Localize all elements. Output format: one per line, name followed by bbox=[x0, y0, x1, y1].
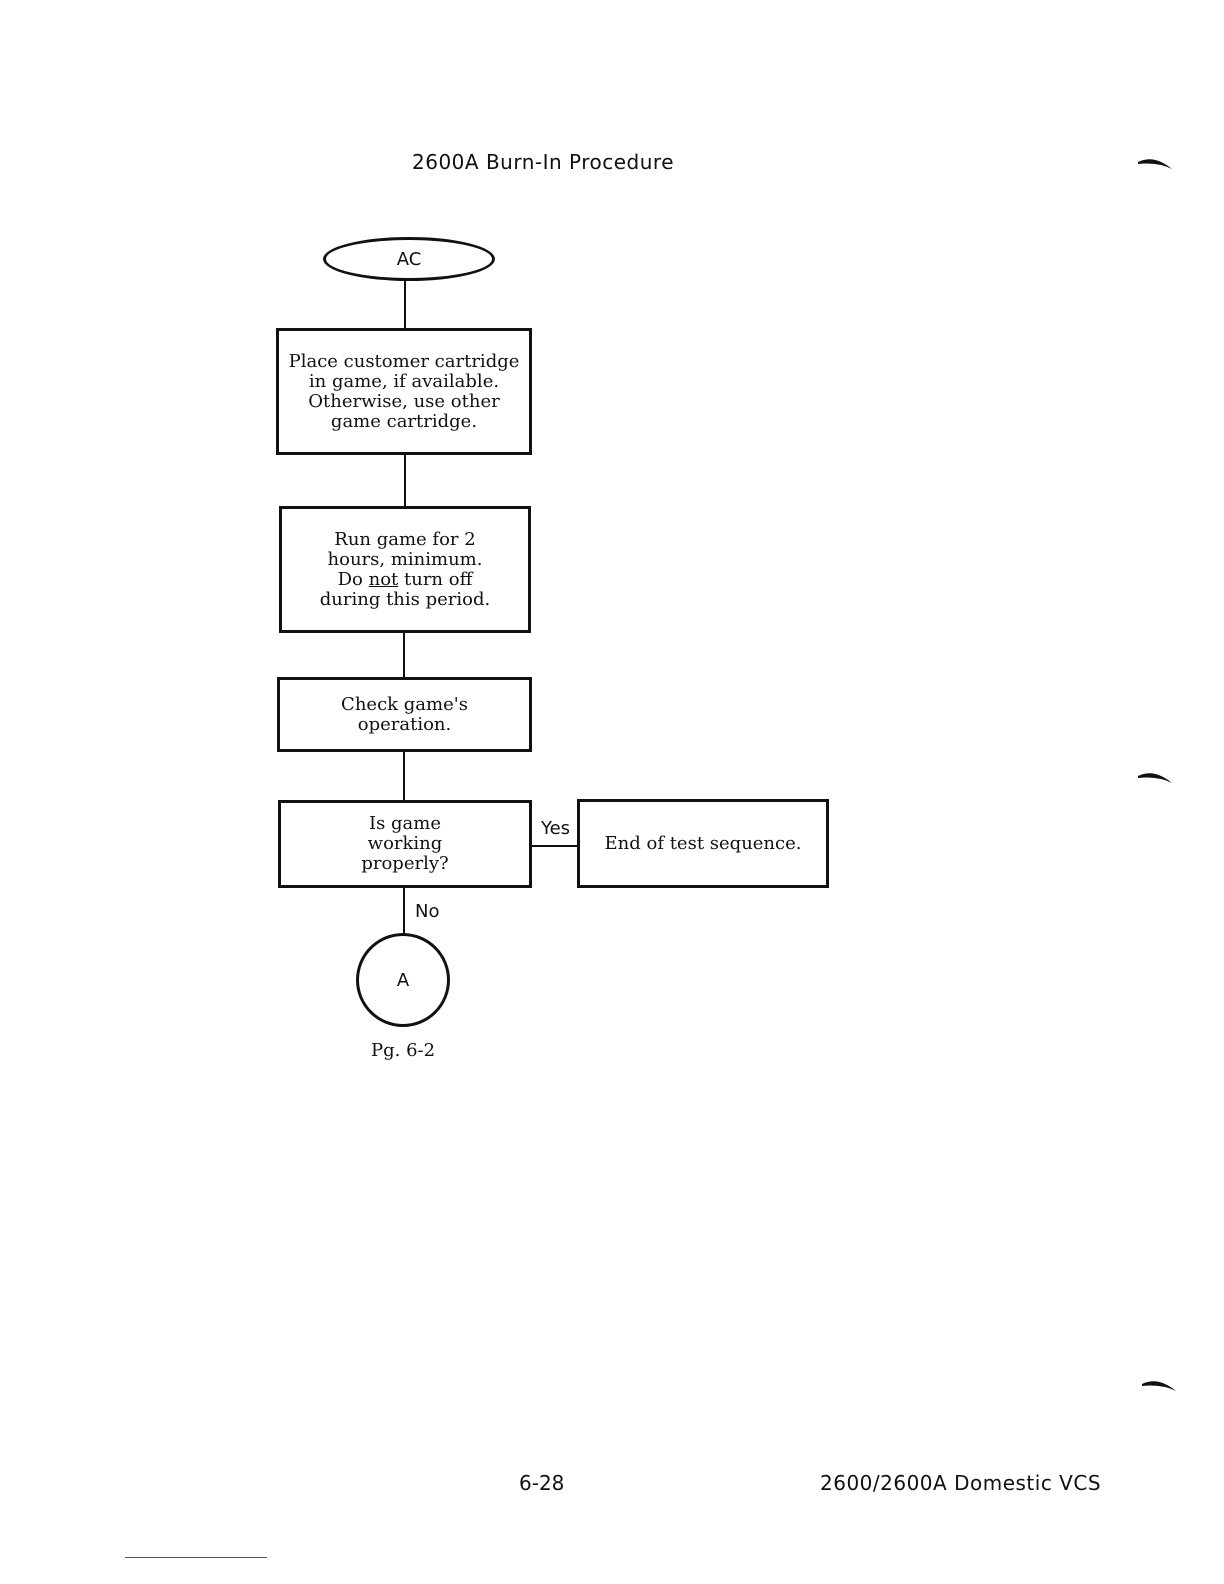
scan-artifact-line bbox=[125, 1557, 267, 1558]
binder-mark-icon bbox=[1140, 1378, 1178, 1392]
connector-label: A bbox=[397, 970, 409, 991]
binder-mark-icon bbox=[1136, 156, 1174, 170]
connector-line bbox=[403, 751, 405, 801]
emphasis-not: not bbox=[369, 569, 399, 590]
connector-line bbox=[404, 281, 406, 329]
step-text: Run game for 2 hours, minimum. Do not tu… bbox=[320, 530, 490, 610]
connector-line bbox=[403, 632, 405, 678]
step-text-line: during this period. bbox=[320, 589, 490, 610]
step-text-line: turn off bbox=[398, 569, 472, 590]
end-text: End of test sequence. bbox=[605, 834, 802, 854]
yes-label: Yes bbox=[541, 818, 570, 839]
decision-text: Is game working properly? bbox=[361, 814, 448, 874]
connector-line bbox=[404, 454, 406, 507]
connector-line bbox=[403, 887, 405, 934]
end-terminator: End of test sequence. bbox=[577, 799, 829, 888]
step-text: Check game's operation. bbox=[341, 695, 468, 735]
off-page-connector: A bbox=[356, 933, 450, 1027]
no-label: No bbox=[415, 901, 439, 922]
step-text-line: Run game for 2 hours, minimum. bbox=[328, 529, 483, 570]
yes-connector-line bbox=[531, 845, 579, 847]
step-run-game: Run game for 2 hours, minimum. Do not tu… bbox=[279, 506, 531, 633]
step-text: Place customer cartridge in game, if ava… bbox=[289, 352, 520, 432]
step-text-line: Do bbox=[338, 569, 369, 590]
decision-working-properly: Is game working properly? bbox=[278, 800, 532, 888]
start-terminator: AC bbox=[323, 237, 495, 281]
step-check-operation: Check game's operation. bbox=[277, 677, 532, 752]
step-place-cartridge: Place customer cartridge in game, if ava… bbox=[276, 328, 532, 455]
start-label: AC bbox=[397, 249, 422, 270]
page-number: 6-28 bbox=[519, 1471, 564, 1495]
binder-mark-icon bbox=[1136, 770, 1174, 784]
page-title: 2600A Burn-In Procedure bbox=[412, 150, 674, 174]
connector-page-reference: Pg. 6-2 bbox=[371, 1040, 435, 1061]
document-title: 2600/2600A Domestic VCS bbox=[820, 1471, 1101, 1495]
